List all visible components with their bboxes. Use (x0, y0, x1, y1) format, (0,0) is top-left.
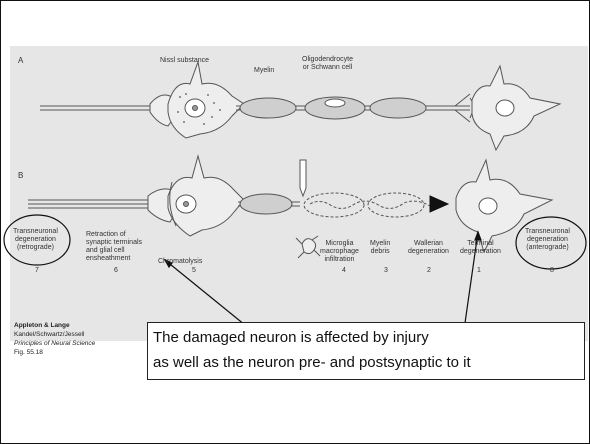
myelin-sheath-a3 (370, 98, 426, 118)
stage-number-1: 1 (477, 267, 481, 274)
myelin-sheath-a1 (240, 98, 296, 118)
panel-label-a: A (18, 56, 23, 65)
chromatolytic-soma-b (168, 156, 244, 236)
stage-number-8: 8 (550, 267, 554, 274)
credit-book-title: Principles of Neural Science (14, 340, 95, 348)
neuron-soma-a (168, 62, 244, 138)
credit-publisher: Appleton & Lange (14, 322, 70, 330)
panel-label-b: B (18, 171, 23, 180)
degenerating-axon-b (310, 201, 448, 208)
callout-line-1: The damaged neuron is affected by injury (153, 329, 429, 346)
myelin-sheath-b1 (240, 194, 292, 214)
microglia-cell-b (296, 236, 320, 258)
stage-number-3: 3 (384, 267, 388, 274)
label-nissl-substance: Nissl substance (160, 57, 209, 65)
callout-arrow-to-presynaptic (165, 260, 245, 325)
label-oligodendrocyte: Oligodendrocyte or Schwann cell (302, 56, 353, 72)
injury-knife (300, 160, 306, 196)
stage-number-6: 6 (114, 267, 118, 274)
presynaptic-axon-b (28, 200, 150, 208)
degenerated-terminal-b (430, 196, 448, 212)
postsynaptic-nucleus-b (479, 198, 497, 214)
stage-number-5: 5 (192, 267, 196, 274)
postsynaptic-nucleus-a (496, 100, 514, 116)
postsynaptic-soma-a (472, 66, 560, 150)
myelin-debris-b2 (368, 193, 424, 217)
stage-label-5: Chromatolysis (158, 258, 202, 266)
stage-number-7: 7 (35, 267, 39, 274)
myelin-debris-b1 (304, 193, 364, 217)
label-myelin: Myelin (254, 67, 274, 75)
callout-line-2: as well as the neuron pre- and postsynap… (153, 354, 471, 371)
callout-box: The damaged neuron is affected by injury… (147, 322, 585, 380)
stage-number-2: 2 (427, 267, 431, 274)
stage-number-4: 4 (342, 267, 346, 274)
presynaptic-axon-a (40, 106, 150, 110)
credit-authors: Kandel/Schwartz/Jessell (14, 331, 84, 339)
credit-figure-number: Fig. 55.18 (14, 349, 43, 357)
